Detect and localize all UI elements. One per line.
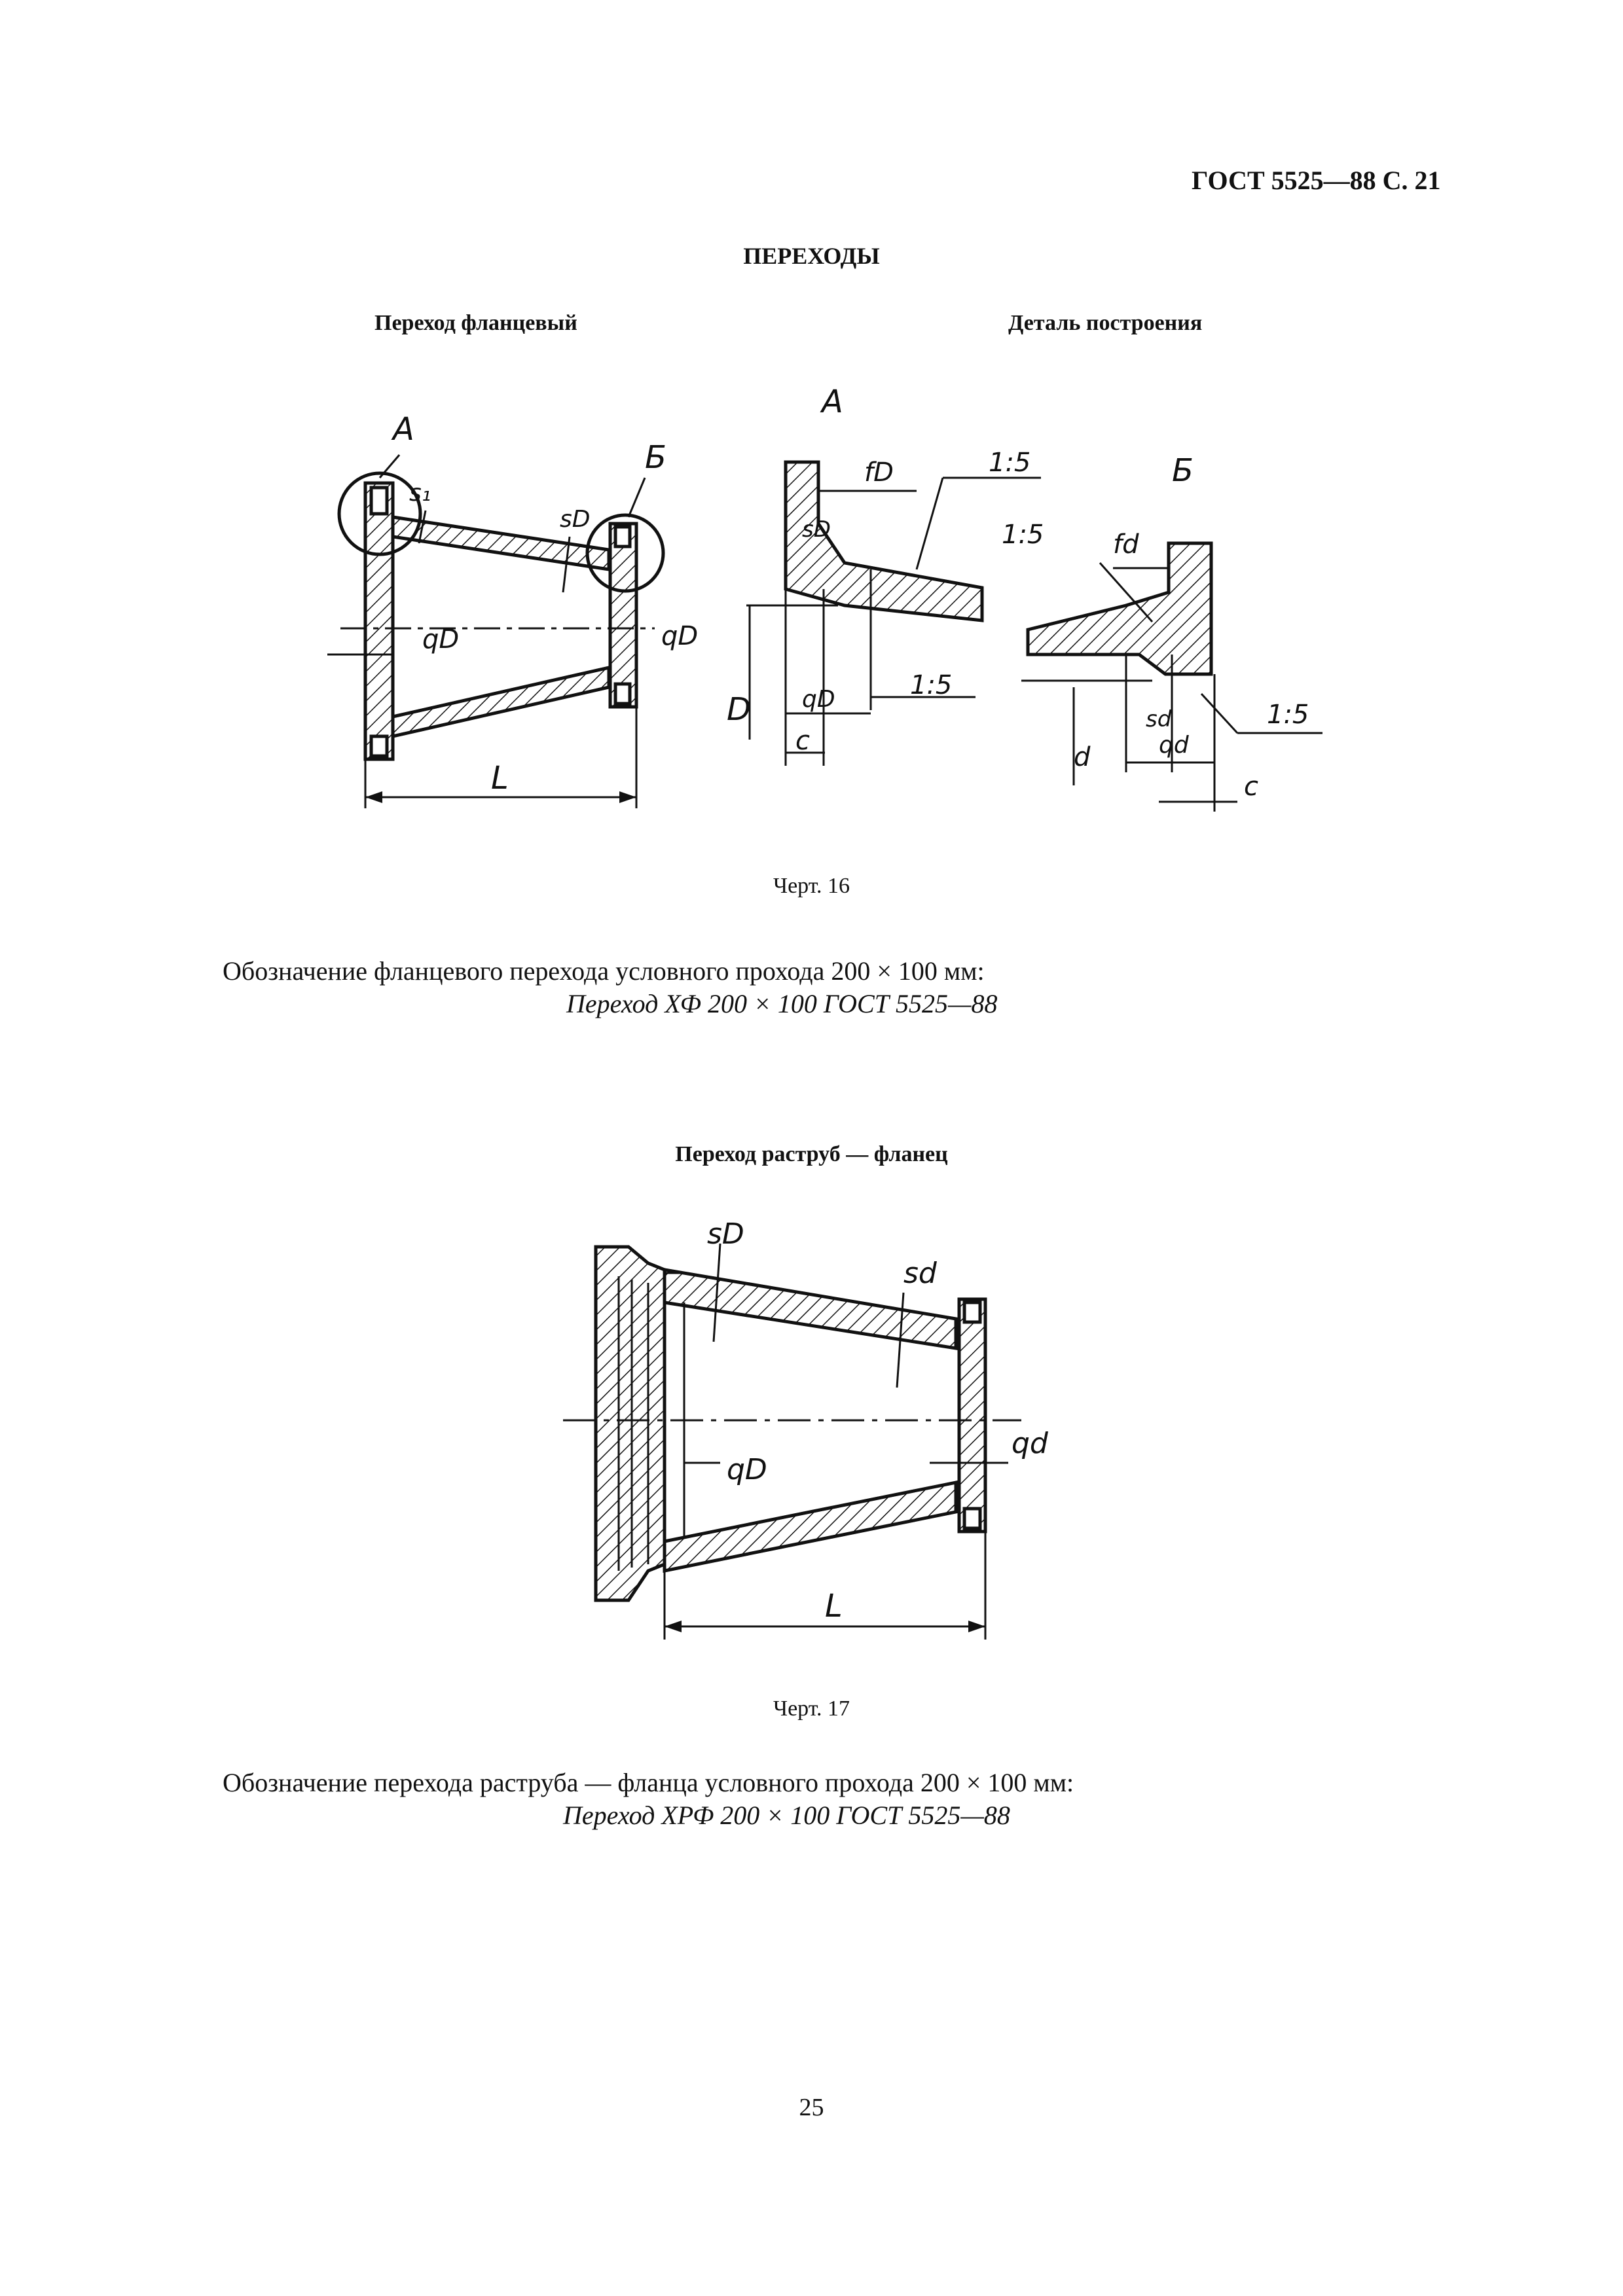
- fig17-lower-wall: [663, 1480, 958, 1573]
- fig17-label-qd-left: qD: [727, 1453, 767, 1486]
- label-fd-lower: fd: [1113, 529, 1139, 560]
- label-qd-lower: qd: [1159, 732, 1190, 759]
- fig17-flange: [957, 1297, 987, 1534]
- designation2-text: Обозначение перехода раструба — фланца у…: [223, 1768, 1074, 1797]
- label-detail-b: Б: [1172, 452, 1194, 489]
- label-c-left: c: [795, 726, 810, 756]
- label-d: d: [1074, 742, 1091, 772]
- fig17-label-sd-top: sD: [707, 1217, 744, 1251]
- fig17-label-qd-right: qd: [1012, 1427, 1049, 1460]
- label-sd-lower: sd: [1146, 706, 1172, 732]
- detail-a-flange: [784, 460, 984, 622]
- label-detail-a: А: [820, 384, 843, 420]
- section-title: ПЕРЕХОДЫ: [743, 243, 880, 269]
- fig17-label-sd-right: sd: [903, 1257, 938, 1290]
- fig17-upper-wall: [663, 1268, 958, 1350]
- figure17-caption: Переход раструб — фланец: [675, 1142, 948, 1166]
- lower-wall: [391, 665, 611, 739]
- label-qd-detail: qD: [802, 686, 835, 713]
- detail-circle-a: [337, 471, 422, 556]
- label-slope-a2: 1:5: [910, 670, 952, 700]
- designation1-text: Обозначение фланцевого перехода условног…: [223, 956, 985, 986]
- fig17-label-L: L: [825, 1588, 843, 1624]
- figure16-label: Черт. 16: [773, 874, 850, 898]
- upper-wall: [391, 515, 611, 571]
- left-flange: [363, 481, 395, 761]
- label-sd-detail: sD: [802, 516, 831, 543]
- label-s1: s₁: [409, 480, 431, 507]
- detail-b-flange: [1026, 541, 1213, 676]
- right-flange: [608, 522, 638, 709]
- label-b: Б: [645, 439, 666, 476]
- label-slope-b2: 1:5: [1267, 700, 1309, 730]
- designation1-example: Переход ХФ 200 × 100 ГОСТ 5525—88: [566, 989, 998, 1018]
- figure16-caption-left: Переход фланцевый: [374, 311, 577, 335]
- label-qd-right: qD: [661, 621, 698, 651]
- figure17-label: Черт. 17: [773, 1696, 850, 1721]
- label-slope-a1: 1:5: [989, 448, 1030, 478]
- detail-circle-b: [585, 513, 665, 593]
- label-sd-top: sD: [560, 506, 590, 533]
- label-qd-left: qD: [422, 624, 459, 655]
- label-slope-b1: 1:5: [1002, 520, 1044, 550]
- label-L: L: [491, 760, 509, 797]
- label-fd-upper: fD: [864, 457, 894, 488]
- label-c-right: c: [1244, 772, 1258, 802]
- designation2-example: Переход ХРФ 200 × 100 ГОСТ 5525—88: [563, 1801, 1010, 1830]
- figure16-caption-right: Деталь построения: [1008, 311, 1203, 335]
- page-number: 25: [799, 2094, 824, 2121]
- label-a: А: [391, 411, 414, 448]
- label-D: D: [727, 691, 751, 728]
- socket-body: [594, 1245, 666, 1602]
- document-header: ГОСТ 5525—88 С. 21: [1192, 166, 1441, 195]
